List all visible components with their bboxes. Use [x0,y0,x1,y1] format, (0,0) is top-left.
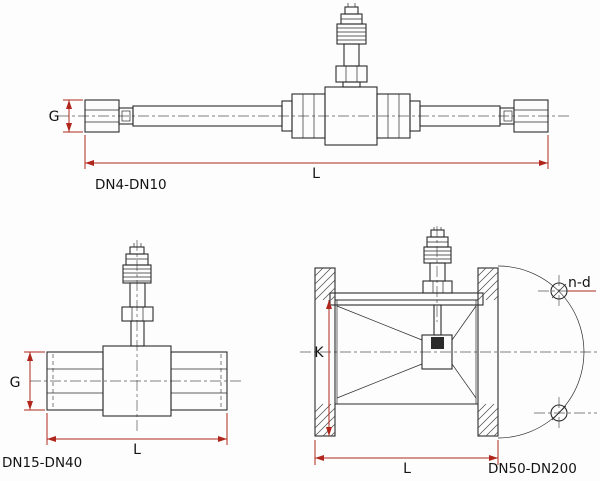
dimension-k: K [314,300,332,436]
drawing-dn15-dn40: G L DN15-DN40 [2,240,244,471]
dim-label-g: G [49,109,60,125]
dimension-l: L [84,135,549,182]
dimension-l: L [314,440,499,477]
bolt-pattern-label: n-d [568,275,591,291]
turbine-rotor [431,337,444,349]
sensor-assembly [121,243,154,347]
bolt-hole-bottom [550,404,568,422]
bolt-hole-top [550,282,568,300]
drawing-dn50-dn200: n-d K L DN50-DN200 [300,226,598,477]
dimension-l: L [46,413,228,458]
range-label-dn4-dn10: DN4-DN10 [95,177,167,193]
meter-body [46,345,228,417]
dim-label-k: K [314,345,324,361]
dim-label-g: G [10,375,21,391]
sensor-assembly [422,227,453,294]
range-label-dn15-dn40: DN15-DN40 [2,455,82,471]
end-fitting-right [499,99,549,133]
meter-body-flanged [314,267,499,437]
range-label-dn50-dn200: DN50-DN200 [488,461,577,477]
dim-label-l: L [312,166,320,182]
dim-label-l: L [133,442,141,458]
dimension-g: G [10,351,45,411]
dim-label-l: L [403,461,411,477]
sensor-assembly [335,3,368,88]
meter-body [281,86,421,146]
dimension-g: G [49,99,83,133]
end-fitting-left [84,99,134,133]
drawing-dn4-dn10: G L DN4-DN10 [49,3,572,193]
bolt-circle-view: n-d [497,265,597,439]
